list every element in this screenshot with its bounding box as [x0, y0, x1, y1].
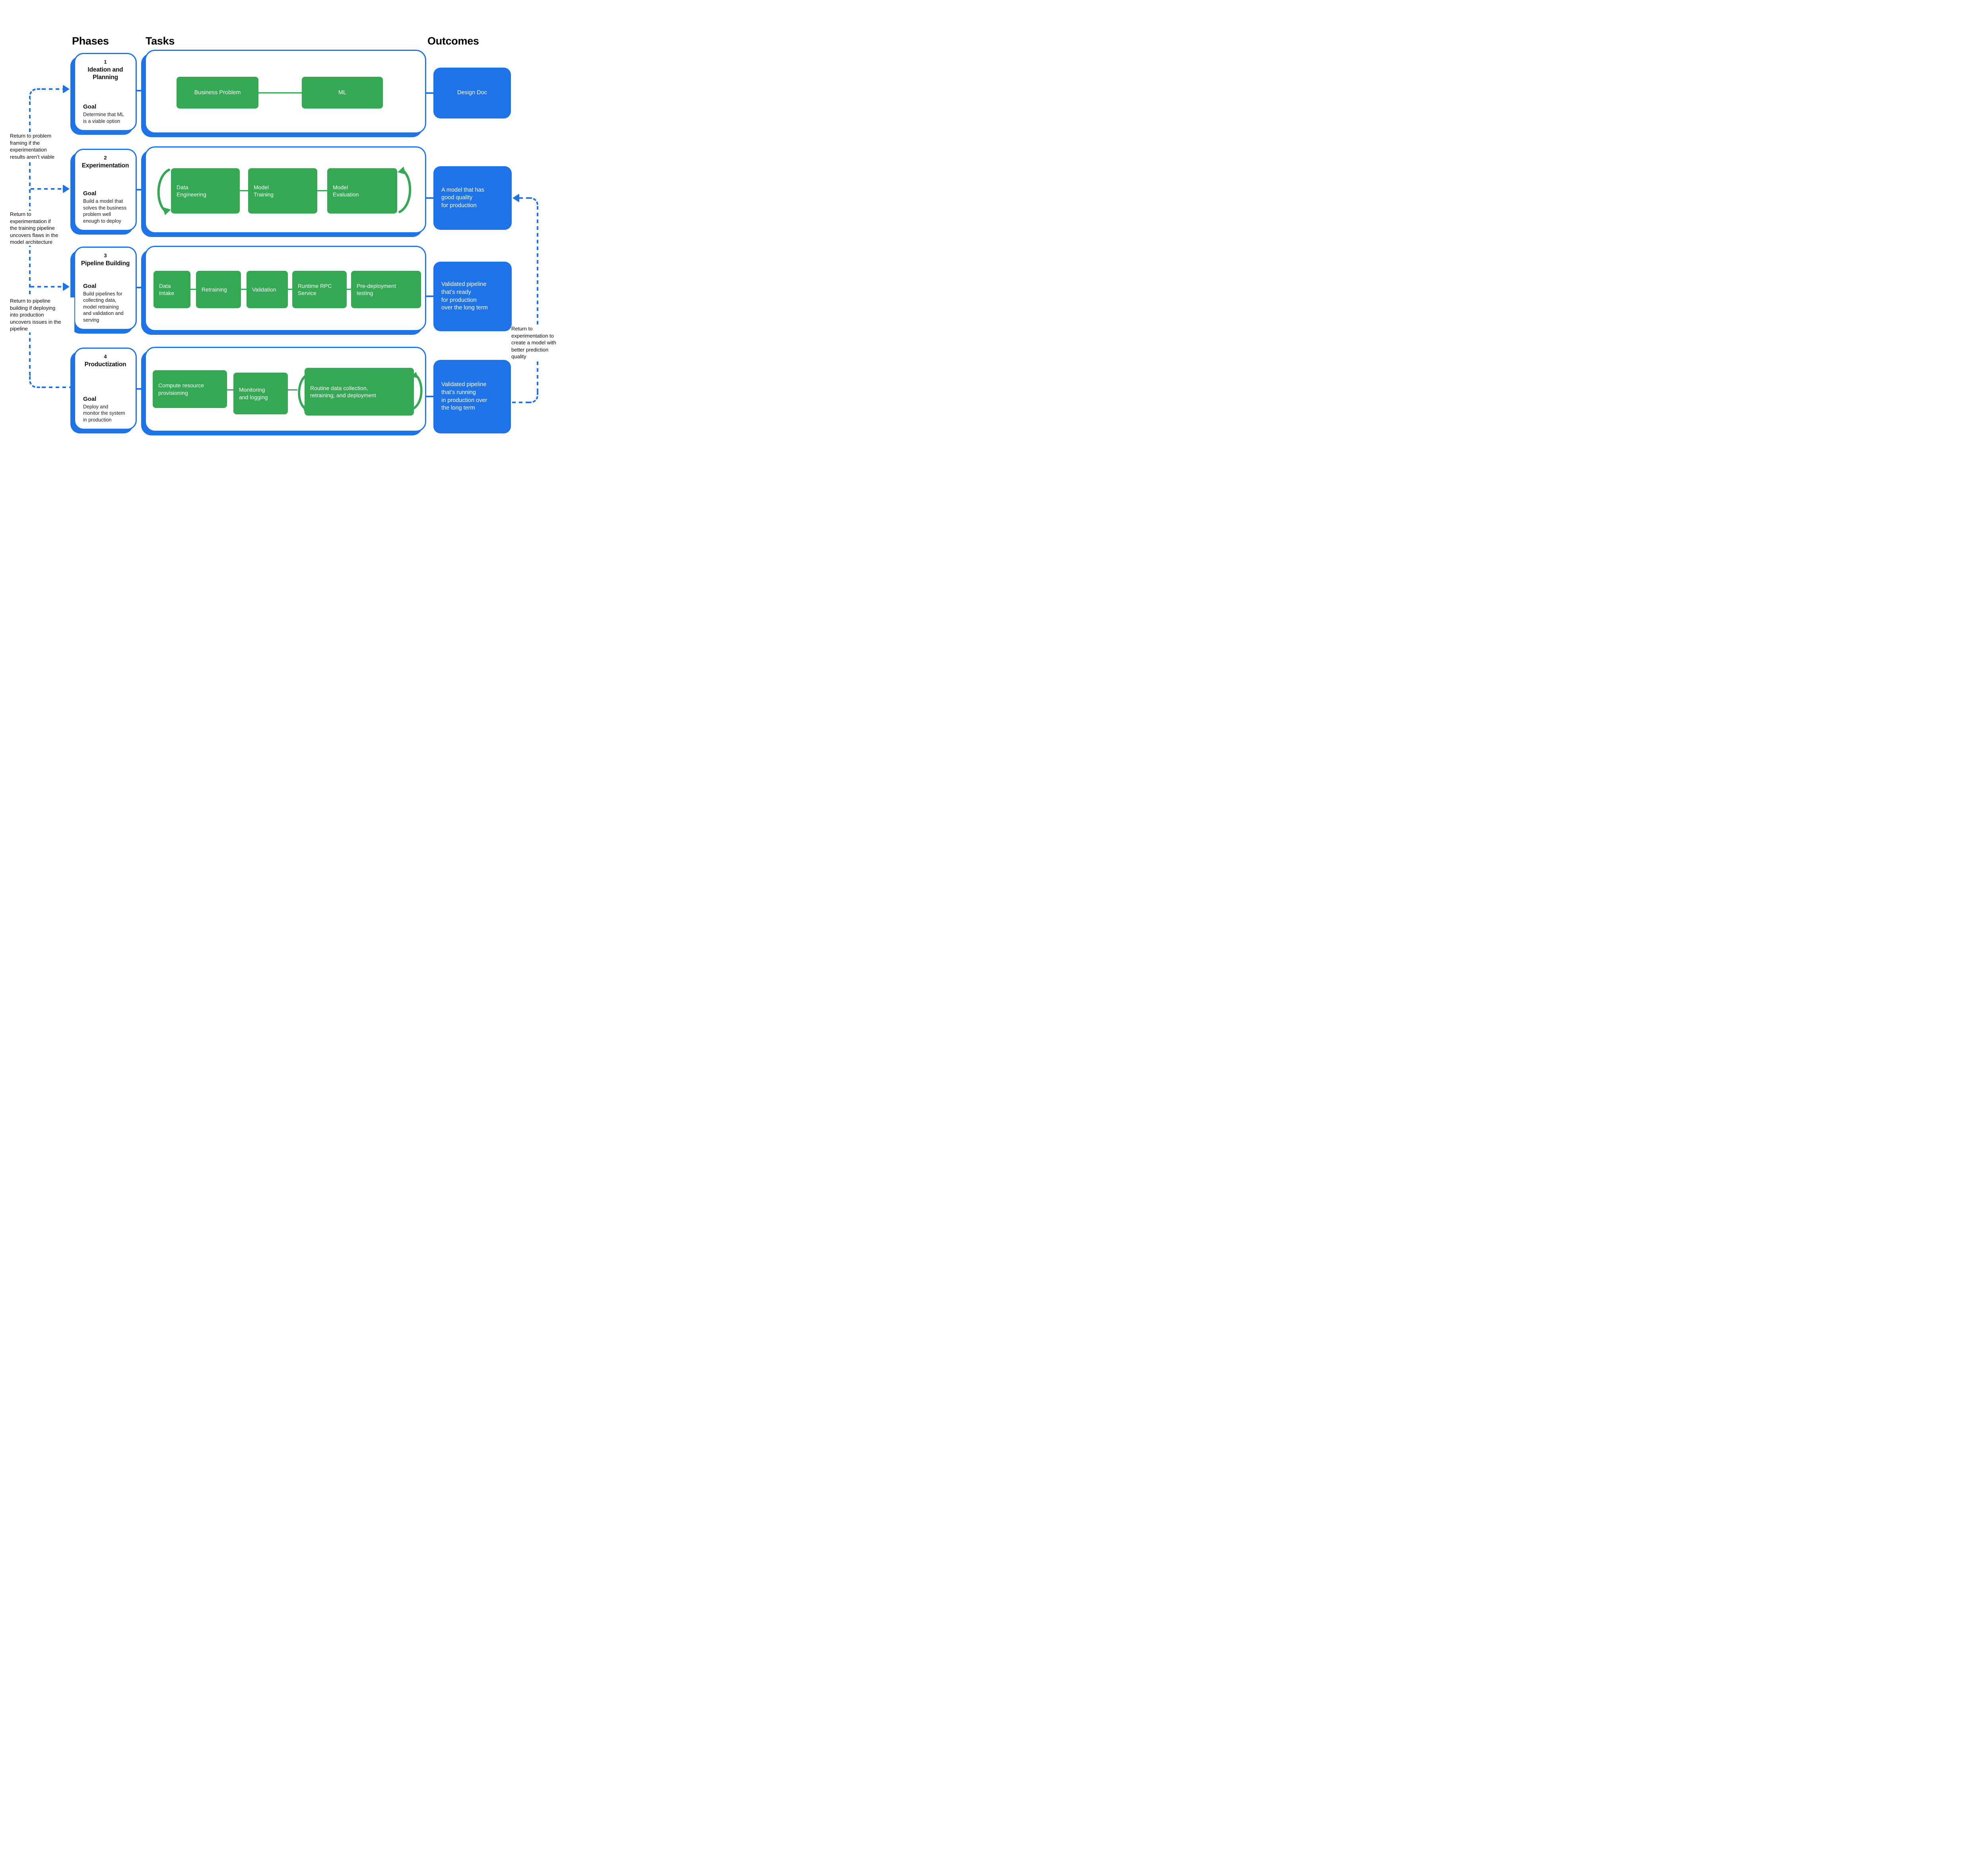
phase-goal: Goal Deploy and monitor the system in pr… [83, 396, 132, 423]
task-model-training: Model Training [248, 168, 317, 214]
return-note-experimentation: Return to experimentation if the trainin… [10, 211, 70, 246]
task-connector-line [347, 289, 351, 290]
goal-text: Build pipelines for collecting data, mod… [83, 291, 124, 323]
phase-card-experimentation: 2 Experimentation Goal Build a model tha… [74, 149, 137, 231]
task-validation: Validation [247, 271, 288, 308]
outcomes-column-header: Outcomes [427, 35, 479, 47]
tasks-column-header: Tasks [146, 35, 175, 47]
loop-arrow-icon [157, 169, 171, 215]
task-connector-line [288, 389, 297, 390]
task-monitoring-and-logging: Monitoring and logging [233, 373, 288, 414]
phases-column-header: Phases [72, 35, 109, 47]
task-runtime-rpc-service: Runtime RPC Service [292, 271, 347, 308]
arrow-right-icon [63, 282, 70, 291]
return-note-better-prediction: Return to experimentation to create a mo… [511, 325, 563, 360]
task-connector-line [258, 92, 302, 93]
dashed-connector [512, 402, 530, 403]
task-routine-data-collection: Routine data collection, retraining, and… [305, 368, 414, 416]
goal-text: Determine that ML is a viable option [83, 112, 124, 124]
task-connector-line [317, 190, 327, 191]
return-note-problem-framing: Return to problem framing if the experim… [10, 132, 66, 161]
task-pre-deployment-testing: Pre-deployment testing [351, 271, 421, 308]
task-connector-line [288, 289, 292, 290]
dashed-corner [29, 88, 43, 100]
phase-card-pipeline-building: 3 Pipeline Building Goal Build pipelines… [74, 247, 137, 330]
dashed-corner [529, 391, 538, 403]
tasks-outcome-connector [425, 197, 435, 199]
dashed-connector [519, 197, 530, 199]
arrow-right-icon [63, 185, 70, 193]
goal-label: Goal [83, 190, 97, 197]
outcome-design-doc: Design Doc [433, 68, 511, 118]
task-model-evaluation: Model Evaluation [327, 168, 397, 214]
outcome-validated-pipeline-ready: Validated pipeline that’s ready for prod… [433, 262, 512, 331]
dashed-connector [31, 188, 63, 190]
tasks-container-ideation: Business Problem ML [145, 50, 426, 134]
goal-text: Deploy and monitor the system in product… [83, 404, 125, 423]
phase-goal: Goal Determine that ML is a viable optio… [83, 103, 132, 124]
phase-title: Experimentation [82, 162, 129, 169]
phase-goal: Goal Build pipelines for collecting data… [83, 283, 132, 324]
dashed-connector [31, 286, 63, 288]
phase-number: 2 [104, 155, 107, 161]
task-connector-line [240, 190, 248, 191]
tasks-outcome-connector [425, 295, 435, 297]
mlops-phases-diagram: Phases Tasks Outcomes 1 Ideation and Pla… [0, 0, 564, 465]
arrow-left-icon [513, 194, 519, 202]
dashed-connector [42, 387, 72, 388]
tasks-outcome-connector [425, 92, 435, 94]
phase-title: Pipeline Building [81, 260, 130, 267]
tasks-outcome-connector [425, 396, 435, 397]
goal-text: Build a model that solves the business p… [83, 198, 127, 224]
task-compute-resource-provisioning: Compute resource provisioning [153, 370, 227, 408]
dashed-connector [42, 88, 64, 90]
task-retraining: Retraining [196, 271, 241, 308]
goal-label: Goal [83, 282, 97, 289]
outcome-quality-model: A model that has good quality for produc… [433, 166, 512, 230]
phase-number: 1 [104, 59, 107, 65]
task-ml: ML [302, 77, 383, 109]
task-business-problem: Business Problem [177, 77, 258, 109]
phase-card-productization: 4 Productization Goal Deploy and monitor… [74, 348, 137, 430]
dashed-corner [29, 375, 43, 388]
phase-tasks-connector [135, 287, 146, 288]
phase-tasks-connector [135, 90, 146, 91]
task-connector-line [241, 289, 247, 290]
goal-label: Goal [83, 103, 97, 110]
phase-goal: Goal Build a model that solves the busin… [83, 190, 132, 224]
dashed-corner [529, 197, 538, 209]
tasks-container-productization: Compute resource provisioning Monitoring… [145, 347, 426, 432]
tasks-container-pipeline-building: Data Intake Retraining Validation Runtim… [145, 246, 426, 331]
task-data-intake: Data Intake [153, 271, 190, 308]
loop-arrow-icon [398, 167, 412, 213]
arrow-right-icon [63, 85, 70, 93]
outcome-validated-pipeline-running: Validated pipeline that’s running in pro… [433, 360, 511, 433]
phase-card-ideation: 1 Ideation and Planning Goal Determine t… [74, 53, 137, 131]
phase-tasks-connector [135, 388, 146, 390]
return-note-pipeline-building: Return to pipeline building if deploying… [10, 297, 74, 332]
tasks-container-experimentation: Data Engineering Model Training Model Ev… [145, 146, 426, 233]
dashed-connector [537, 208, 538, 392]
task-connector-line [227, 389, 233, 390]
phase-number: 4 [104, 354, 107, 359]
phase-title: Productization [84, 361, 126, 368]
phase-tasks-connector [135, 189, 146, 190]
phase-title: Ideation and Planning [87, 66, 123, 81]
task-data-engineering: Data Engineering [171, 168, 240, 214]
phase-number: 3 [104, 253, 107, 258]
goal-label: Goal [83, 395, 97, 402]
task-connector-line [190, 289, 196, 290]
